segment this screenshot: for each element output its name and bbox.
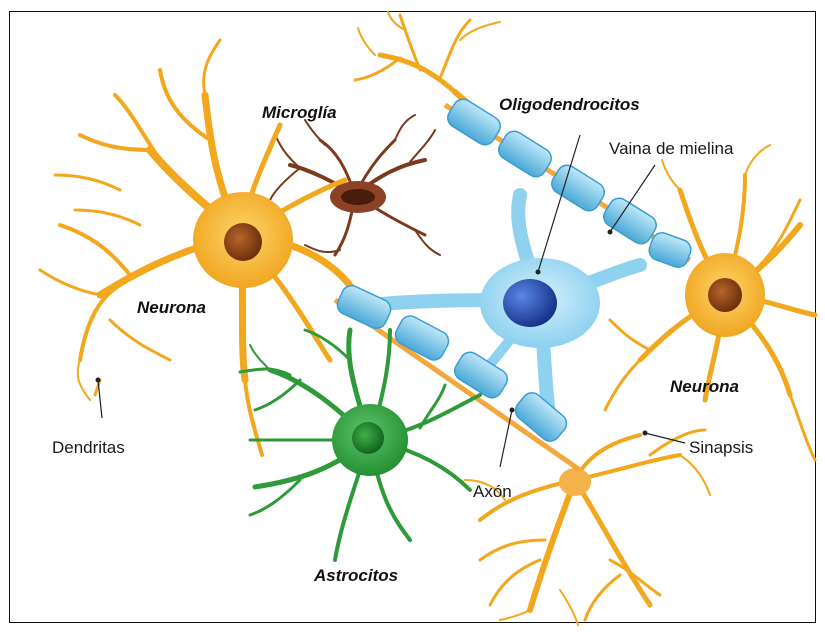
label-dendrites: Dendritas bbox=[52, 438, 125, 458]
neuron-left-nucleus bbox=[224, 223, 262, 261]
myelin-sheaths-upper bbox=[444, 96, 694, 270]
label-neuron-right: Neurona bbox=[670, 377, 739, 397]
astrocyte-nucleus bbox=[352, 422, 384, 454]
label-astrocytes: Astrocitos bbox=[314, 566, 398, 586]
label-neuron-left: Neurona bbox=[137, 298, 206, 318]
label-myelin-sheath: Vaina de mielina bbox=[609, 139, 733, 159]
label-oligodendrocytes: Oligodendrocitos bbox=[499, 95, 640, 115]
neuron-bottom-soma bbox=[559, 468, 591, 496]
label-synapse: Sinapsis bbox=[689, 438, 753, 458]
label-microglia: Microglía bbox=[262, 103, 337, 123]
neuron-right-nucleus bbox=[708, 278, 742, 312]
label-axon: Axón bbox=[473, 482, 512, 502]
neuron-top-dendrites bbox=[355, 12, 500, 105]
oligodendrocyte-nucleus bbox=[503, 279, 557, 327]
microglia-nucleus bbox=[341, 189, 375, 205]
